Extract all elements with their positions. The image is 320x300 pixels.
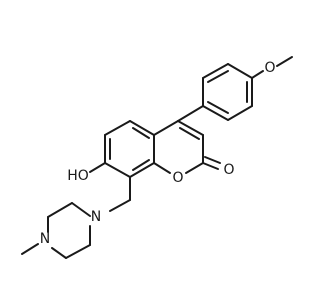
bond [202, 105, 229, 121]
bond [227, 63, 253, 79]
bond [132, 159, 150, 171]
bond [129, 162, 155, 178]
ring-oxygen-label: O [172, 170, 183, 186]
bond [104, 162, 131, 178]
bond [109, 199, 131, 212]
bond [104, 120, 131, 136]
bond [51, 247, 67, 259]
bond [202, 63, 229, 79]
bond [227, 105, 253, 121]
bond [251, 70, 264, 79]
bond [207, 101, 229, 114]
bond [185, 162, 204, 174]
bond [207, 70, 229, 83]
atom-label-layer: HO O O N N O [40, 60, 276, 247]
bond [129, 120, 155, 136]
bond [202, 162, 219, 170]
bond-layer [21, 56, 293, 259]
methoxy-oxygen-label: O [264, 60, 275, 76]
bond [89, 162, 106, 173]
carbonyl-oxygen-label: O [223, 162, 234, 178]
amine-nitrogen-label: N [91, 209, 101, 225]
bond [276, 56, 293, 67]
bond [47, 202, 73, 218]
bond [71, 202, 91, 217]
hydroxyl-label: HO [67, 168, 89, 184]
bond [179, 127, 200, 140]
bond [204, 156, 221, 164]
bond [132, 127, 150, 139]
molecule-canvas: HO O O N N O [21, 56, 293, 259]
structure-drawing: HO O O N N O [21, 56, 293, 259]
bond [153, 120, 179, 136]
methyl-nitrogen-label: N [40, 231, 50, 247]
bond [177, 120, 204, 136]
bond [153, 162, 171, 174]
bond [21, 243, 39, 255]
bond [177, 105, 204, 122]
bond [65, 244, 91, 259]
